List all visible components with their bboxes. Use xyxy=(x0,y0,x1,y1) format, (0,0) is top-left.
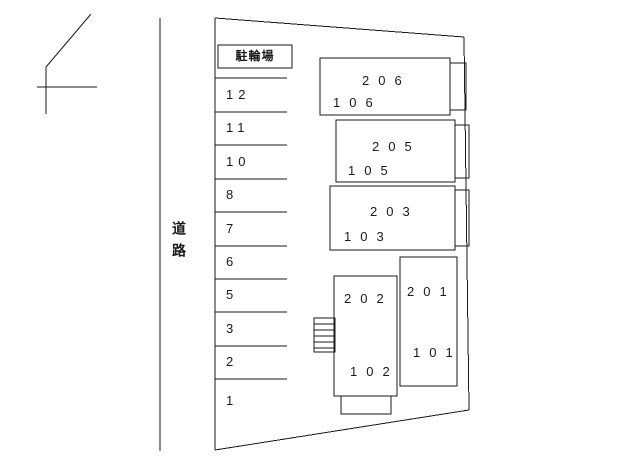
boundary-bottom xyxy=(214,409,470,451)
parking-space-label: 8 xyxy=(226,187,239,202)
boundary-right xyxy=(463,36,470,411)
boundary-top xyxy=(214,17,465,38)
parking-space-label: 10 xyxy=(226,154,251,169)
parking-space-label: 5 xyxy=(226,287,239,302)
unit-number-201: 201 xyxy=(407,284,456,299)
building-203-balcony xyxy=(454,189,470,247)
unit-number-203: 203 xyxy=(370,204,419,219)
building-202-porch xyxy=(340,395,392,415)
unit-number-202: 202 xyxy=(344,291,393,306)
north-symbol-diagonal xyxy=(45,13,92,68)
staircase-symbol xyxy=(313,317,336,353)
parking-space-label: 6 xyxy=(226,254,239,269)
unit-number-103: 103 xyxy=(344,229,393,244)
staircase-outline xyxy=(313,317,336,353)
building-201-101-outline xyxy=(399,256,458,387)
unit-number-206: 206 xyxy=(362,73,411,88)
parking-space-label: 3 xyxy=(226,321,239,336)
building-205-balcony xyxy=(454,124,470,179)
unit-number-106: 106 xyxy=(333,95,382,110)
parking-space-label: 7 xyxy=(226,221,239,236)
bicycle-parking-box xyxy=(217,44,293,69)
unit-number-205: 205 xyxy=(372,139,421,154)
parking-space-label: 11 xyxy=(226,120,250,135)
parking-space-label: 12 xyxy=(226,87,251,102)
parking-space-label: 2 xyxy=(226,354,239,369)
parking-space-label: 1 xyxy=(226,393,239,408)
unit-number-101: 101 xyxy=(413,345,462,360)
north-symbol xyxy=(37,13,97,114)
road-label: 道路 xyxy=(171,221,187,265)
unit-number-105: 105 xyxy=(348,163,397,178)
building-206-balcony xyxy=(449,62,467,111)
unit-number-102: 102 xyxy=(350,364,399,379)
bicycle-parking-label: 駐輪場 xyxy=(235,49,275,63)
parking-stall-lines xyxy=(215,77,287,380)
property-boundary xyxy=(214,17,470,451)
